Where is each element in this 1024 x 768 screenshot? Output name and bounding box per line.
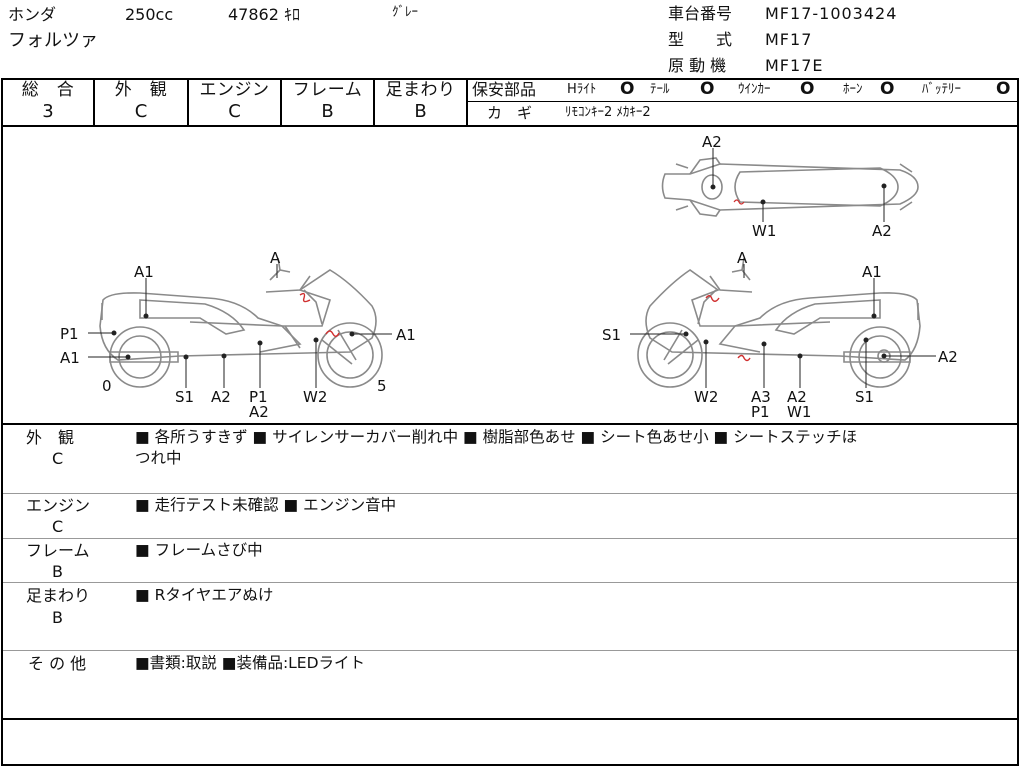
divider	[3, 538, 1017, 539]
right-label-s1-left: S1	[602, 326, 621, 344]
security-title: 保安部品	[472, 80, 537, 99]
note-label: 外 観	[26, 428, 75, 447]
security-item-horn: ﾎｰﾝ	[843, 82, 863, 97]
left-label-zero: 0	[102, 377, 112, 395]
damage-mark	[733, 199, 745, 205]
security-mark-tail: O	[700, 79, 715, 99]
left-label-a1-right: A1	[396, 326, 416, 344]
left-label-w2: W2	[303, 388, 327, 406]
mileage: 47862 ｷﾛ	[228, 5, 300, 24]
divider	[3, 582, 1017, 583]
note-grade: C	[52, 517, 64, 536]
right-label-a3: A3	[751, 388, 771, 406]
grade-header-engine: エンジン	[199, 80, 270, 100]
left-label-a2: A2	[211, 388, 231, 406]
divider	[373, 79, 375, 125]
grade-frame: B	[321, 101, 334, 122]
color: ｸﾞﾚｰ	[392, 5, 418, 20]
left-label-p1-b: P1	[249, 388, 268, 406]
right-label-w2: W2	[694, 388, 718, 406]
note-label: そ の 他	[28, 654, 87, 673]
divider	[187, 79, 189, 125]
chassis-label: 車台番号	[668, 4, 733, 23]
grade-header-exterior: 外 観	[114, 80, 168, 100]
divider	[1, 125, 1019, 127]
right-label-a2: A2	[787, 388, 807, 406]
engine-value: MF17E	[765, 56, 824, 75]
grade-header-frame: フレーム	[292, 80, 363, 100]
sheet-frame	[1, 78, 1019, 766]
security-item-winker: ｳｲﾝｶｰ	[738, 82, 771, 97]
note-text: ■ フレームさび中	[135, 541, 263, 559]
security-item-headlight: Hﾗｲﾄ	[567, 82, 597, 97]
right-label-p1: P1	[751, 403, 770, 421]
security-item-tail: ﾃｰﾙ	[650, 82, 670, 97]
leader-lines	[88, 148, 936, 388]
note-label: エンジン	[26, 496, 91, 515]
note-grade: C	[52, 449, 64, 468]
security-item-battery: ﾊﾞｯﾃﾘｰ	[922, 82, 961, 97]
right-label-a2-right: A2	[938, 348, 958, 366]
maker: ホンダ	[8, 5, 57, 24]
security-mark-horn: O	[880, 79, 895, 99]
divider	[1, 718, 1019, 720]
left-label-a-top: A	[270, 249, 281, 267]
key-label: カ ギ	[487, 104, 533, 122]
divider	[3, 650, 1017, 651]
note-text: ■ 走行テスト未確認 ■ エンジン音中	[135, 496, 397, 514]
top-label-a2-top: A2	[702, 133, 722, 151]
displacement: 250cc	[125, 5, 174, 24]
damage-mark	[737, 354, 751, 362]
note-label: フレーム	[26, 541, 90, 560]
divider	[93, 79, 95, 125]
chassis-value: MF17-1003424	[765, 4, 898, 23]
right-scooter-outline	[637, 257, 921, 388]
note-text-continued: つれ中	[135, 449, 182, 467]
grade-header-total: 総 合	[21, 80, 75, 100]
right-label-w1: W1	[787, 403, 811, 421]
left-label-s1: S1	[175, 388, 194, 406]
note-text: ■ Rタイヤエアぬけ	[135, 586, 274, 604]
left-scooter-outline	[99, 257, 383, 388]
grade-total: 3	[42, 101, 54, 122]
left-label-a1-left: A1	[60, 349, 80, 367]
security-mark-headlight: O	[620, 79, 635, 99]
divider	[3, 493, 1017, 494]
divider	[467, 101, 1019, 102]
left-label-a1-top: A1	[134, 263, 154, 281]
security-mark-winker: O	[800, 79, 815, 99]
engine-label: 原 動 機	[668, 56, 727, 75]
grade-suspension: B	[414, 101, 427, 122]
grade-engine: C	[228, 101, 241, 122]
grade-exterior: C	[134, 101, 148, 122]
top-label-a2: A2	[872, 222, 892, 240]
damage-mark	[299, 292, 311, 303]
right-label-a-top: A	[737, 249, 748, 267]
divider	[466, 79, 468, 125]
note-text: ■書類:取説 ■装備品:LEDライト	[135, 654, 366, 672]
divider	[1, 423, 1019, 425]
damage-mark	[325, 330, 340, 337]
type-value: MF17	[765, 30, 813, 49]
note-text: ■ 各所うすきず ■ サイレンサーカバー削れ中 ■ 樹脂部色あせ ■ シート色あ…	[135, 428, 858, 446]
top-label-w1: W1	[752, 222, 776, 240]
key-value: ﾘﾓｺﾝｷｰ2 ﾒｶｷｰ2	[565, 105, 651, 120]
type-label: 型 式	[668, 30, 733, 49]
right-label-a1-top: A1	[862, 263, 882, 281]
left-label-a2-b: A2	[249, 403, 269, 421]
right-label-s1: S1	[855, 388, 874, 406]
left-label-p1: P1	[60, 325, 79, 343]
note-grade: B	[52, 562, 63, 581]
note-grade: B	[52, 608, 63, 627]
divider	[280, 79, 282, 125]
condition-diagram: A1 A P1 A1 A1 0 5 S1 A2 P1 A2 W2 A1 A S1…	[60, 133, 958, 421]
top-scooter-outline	[661, 157, 919, 217]
damage-mark	[705, 295, 720, 302]
security-mark-battery: O	[996, 79, 1011, 99]
note-label: 足まわり	[26, 586, 91, 605]
diagram-labels: A1 A P1 A1 A1 0 5 S1 A2 P1 A2 W2 A1 A S1…	[60, 133, 958, 421]
left-label-five: 5	[377, 377, 387, 395]
grade-header-suspension: 足まわり	[385, 80, 456, 100]
model-name: フォルツァ	[8, 30, 98, 51]
